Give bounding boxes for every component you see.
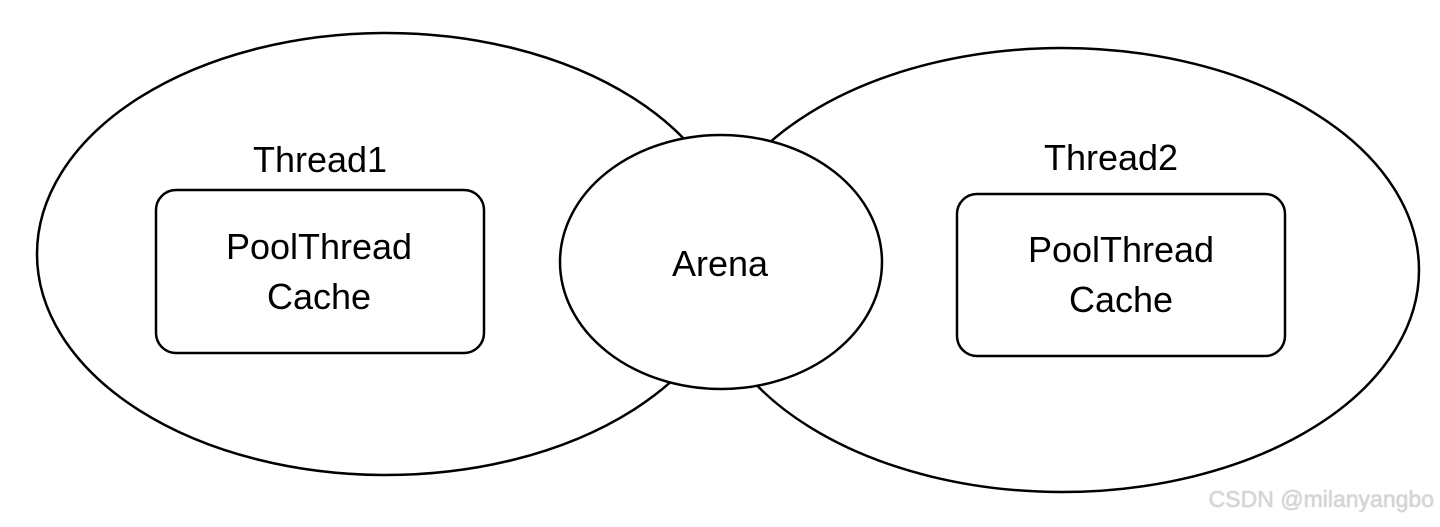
- thread1-cache-line2: Cache: [266, 276, 372, 317]
- thread1-cache-box: [154, 188, 486, 355]
- watermark: CSDN @milanyangbo: [1208, 486, 1434, 512]
- thread2-cache-label: PoolThread Cache: [1028, 225, 1214, 325]
- thread2-cache-line1: PoolThread: [1027, 229, 1215, 270]
- thread2-cache-box: [955, 192, 1287, 358]
- thread1-cache-label: PoolThread Cache: [226, 222, 412, 322]
- arena-ellipse: [558, 133, 884, 391]
- thread2-label: Thread2: [1043, 137, 1179, 178]
- thread1-label: Thread1: [252, 139, 388, 180]
- arena-label: Arena: [671, 243, 769, 284]
- thread1-cache-line1: PoolThread: [225, 226, 413, 267]
- thread2-cache-line2: Cache: [1068, 279, 1174, 320]
